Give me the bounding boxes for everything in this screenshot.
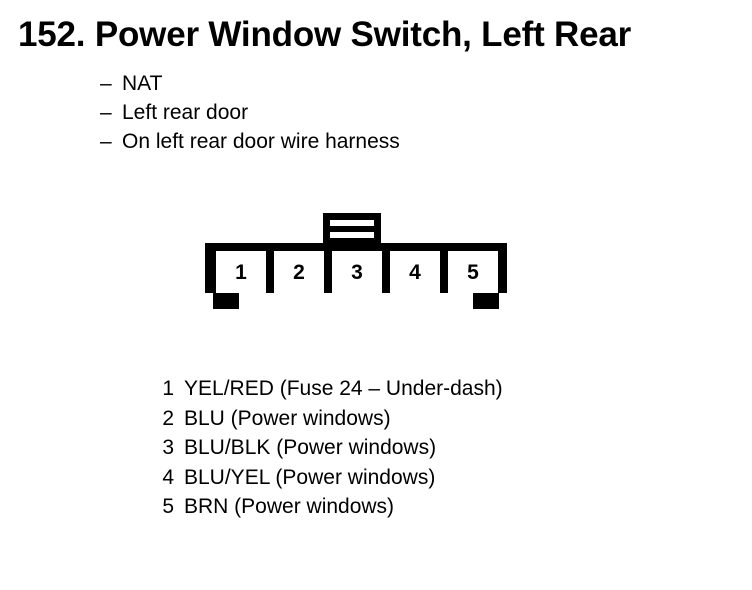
cavity-number-1: 1 [235,261,247,284]
latch-tab-icon [323,213,381,246]
note-label: On left rear door wire harness [122,130,400,153]
legend-pin-number: 1 [162,377,174,400]
cavity-number-2: 2 [293,261,305,284]
legend-pin-label: BLU/YEL (Power windows) [184,465,436,489]
cavity-opening-1 [216,251,266,293]
cavity-number-4: 4 [409,261,421,284]
cavity-opening-2 [274,251,324,293]
cavity-numbers: 1 2 3 4 5 [235,261,479,284]
cavity-number-5: 5 [467,261,479,284]
legend-row: 3 BLU/BLK (Power windows) [158,433,503,463]
connector-cavities [216,251,498,293]
legend-pin-number: 5 [162,495,174,518]
note-dash: – [100,101,112,124]
note-label: NAT [122,72,163,95]
note-dash: – [100,130,112,153]
legend-pin-label: BLU/BLK (Power windows) [184,436,437,459]
legend-row: 2 BLU (Power windows) [158,404,503,434]
connector-diagram: 1 2 3 4 5 [196,210,516,325]
legend-row: 1 YEL/RED (Fuse 24 – Under-dash) [158,374,503,404]
legend-pin-number: 3 [162,436,174,459]
cavity-opening-5 [448,251,498,293]
note-item: –On left rear door wire harness [100,127,400,156]
legend-pin-number: 4 [162,465,174,489]
cavity-opening-3 [332,251,382,293]
cavity-opening-4 [390,251,440,293]
note-label: Left rear door [122,101,249,124]
legend-row: 4 BLU/YEL (Power windows) [158,463,503,493]
legend-pin-label: BRN (Power windows) [184,495,395,518]
legend-pin-number: 2 [162,406,174,430]
legend-pin-label: YEL/RED (Fuse 24 – Under-dash) [184,377,503,400]
note-item: –NAT [100,69,400,98]
note-item: –Left rear door [100,98,400,127]
notes-list: –NAT –Left rear door –On left rear door … [100,69,400,156]
note-dash: – [100,72,112,95]
page-title: 152. Power Window Switch, Left Rear [18,15,632,54]
pin-legend: 1 YEL/RED (Fuse 24 – Under-dash) 2 BLU (… [158,374,503,522]
legend-pin-label: BLU (Power windows) [184,406,391,430]
cavity-number-3: 3 [351,261,363,284]
legend-row: 5 BRN (Power windows) [158,492,503,522]
